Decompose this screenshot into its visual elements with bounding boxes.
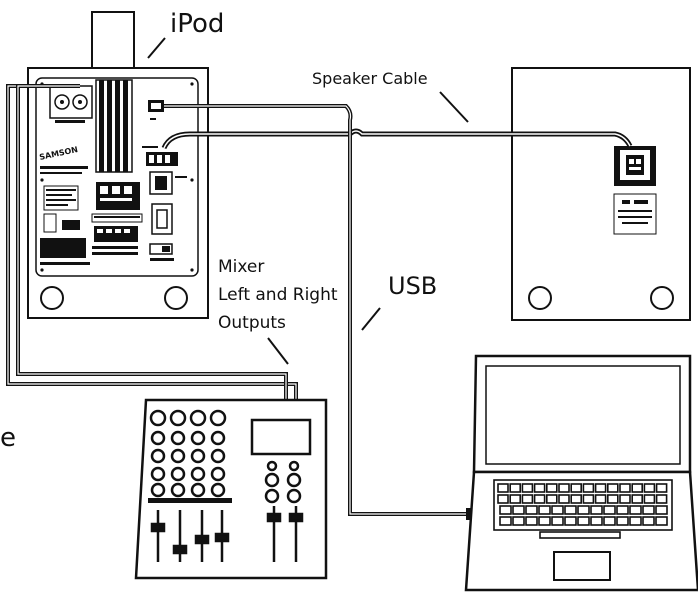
keyboard-key xyxy=(629,505,642,515)
usb-callout xyxy=(361,307,381,331)
keyboard-key xyxy=(577,505,590,515)
keyboard-key xyxy=(521,483,534,493)
keyboard-key xyxy=(631,483,644,493)
keyboard-key xyxy=(521,494,534,504)
passive-foot-left xyxy=(528,286,552,310)
keyboard-key xyxy=(642,505,655,515)
keyboard-key xyxy=(545,494,558,504)
mixer-label-line1: Mixer xyxy=(218,257,264,277)
keyboard-key xyxy=(655,516,668,526)
keyboard-key xyxy=(643,494,656,504)
mixer-display xyxy=(250,418,312,456)
ipod-label: iPod xyxy=(170,9,224,39)
keyboard-key xyxy=(643,483,656,493)
keyboard-key xyxy=(606,483,619,493)
keyboard-key xyxy=(603,516,616,526)
keyboard-key xyxy=(538,505,551,515)
mixer-faders xyxy=(150,506,304,562)
keyboard-key xyxy=(616,516,629,526)
keyboard-key xyxy=(590,505,603,515)
keyboard-key xyxy=(570,483,583,493)
keyboard-key xyxy=(564,505,577,515)
mixer-output-cable xyxy=(6,84,298,402)
keyboard-key xyxy=(594,494,607,504)
keyboard-key xyxy=(564,516,577,526)
speaker-cable xyxy=(161,128,633,150)
keyboard-key xyxy=(606,494,619,504)
keyboard-key xyxy=(603,505,616,515)
mixer-label-line2: Left and Right xyxy=(218,285,338,305)
keyboard-key xyxy=(497,494,509,504)
keyboard-key xyxy=(525,516,538,526)
keyboard-key xyxy=(533,494,546,504)
keyboard-key xyxy=(582,483,595,493)
keyboard-key xyxy=(629,516,642,526)
keyboard-key xyxy=(525,505,538,515)
speaker-cable-callout xyxy=(439,91,469,123)
keyboard-key xyxy=(558,483,570,493)
keyboard-key xyxy=(655,483,668,493)
keyboard-spacebar xyxy=(539,531,621,539)
laptop-trackpad xyxy=(553,551,611,581)
keyboard-key xyxy=(497,483,509,493)
laptop-computer xyxy=(464,354,698,592)
edge-text-fragment: e xyxy=(0,423,16,453)
keyboard-key xyxy=(509,483,522,493)
speaker-cable-label: Speaker Cable xyxy=(312,69,428,88)
keyboard-key xyxy=(512,516,525,526)
mixer-knobs xyxy=(149,409,227,498)
keyboard-key xyxy=(538,516,551,526)
keyboard-key xyxy=(545,483,558,493)
active-speaker: SAMSON xyxy=(27,67,209,319)
keyboard-key xyxy=(582,494,595,504)
keyboard-key xyxy=(655,505,668,515)
keyboard-key xyxy=(619,483,631,493)
keyboard-key xyxy=(499,516,512,526)
keyboard-key xyxy=(619,494,631,504)
keyboard-key xyxy=(558,494,570,504)
keyboard-key xyxy=(590,516,603,526)
keyboard-key xyxy=(509,494,522,504)
foot-right xyxy=(164,286,188,310)
passive-foot-right xyxy=(650,286,674,310)
keyboard-key xyxy=(551,505,564,515)
keyboard-key xyxy=(533,483,546,493)
passive-speaker xyxy=(511,67,691,321)
keyboard-key xyxy=(512,505,525,515)
heatsink xyxy=(95,79,133,173)
mixer-console xyxy=(134,398,328,580)
keyboard-key xyxy=(551,516,564,526)
keyboard-key xyxy=(631,494,644,504)
keyboard-key xyxy=(570,494,583,504)
mixer-strip xyxy=(148,498,232,503)
ipod-callout-line xyxy=(147,37,166,59)
keyboard-key xyxy=(655,494,668,504)
mixer-label-line3: Outputs xyxy=(218,313,286,333)
keyboard-key xyxy=(594,483,607,493)
usb-cable xyxy=(164,104,470,516)
keyboard-key xyxy=(499,505,512,515)
keyboard-key xyxy=(642,516,655,526)
usb-label: USB xyxy=(388,272,437,300)
mixer-callout xyxy=(267,337,289,365)
laptop-keyboard xyxy=(493,479,673,539)
keyboard-key xyxy=(616,505,629,515)
foot-left xyxy=(40,286,64,310)
ipod-device xyxy=(91,11,135,71)
keyboard-key xyxy=(577,516,590,526)
